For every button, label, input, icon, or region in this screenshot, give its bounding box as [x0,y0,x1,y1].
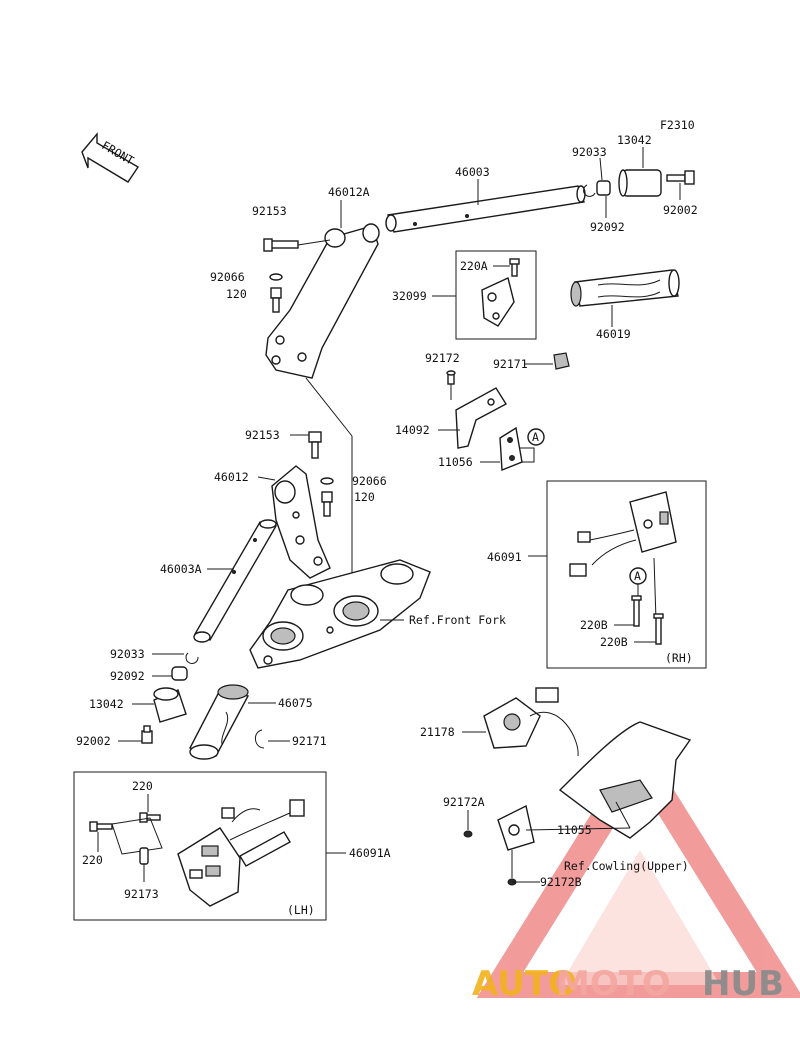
washer-92066-top [269,273,283,281]
label-ref-cowling: Ref.Cowling(Upper) [564,859,689,873]
screw-220-top [139,812,161,823]
label-92153-top: 92153 [252,204,287,218]
label-lh: (LH) [287,903,315,917]
rh-switch-box [546,480,707,669]
label-46003: 46003 [455,165,490,179]
label-92066-mid: 92066 [352,474,387,488]
screw-92002-top [666,170,695,185]
label-220B-2: 220B [600,635,628,649]
part-labels: 46003 46012A 92033 13042 92153 92002 920… [76,133,698,917]
front-arrow-icon: FRONT [81,132,139,183]
bolt-120-mid [321,491,333,517]
label-14092: 14092 [395,423,430,437]
label-92153-mid: 92153 [245,428,280,442]
label-mark-a-2: A [634,569,641,583]
bracket-11056 [499,426,523,472]
handlebar-grip-46075 [188,684,250,760]
screw-220A [509,258,520,277]
spacer-92092-top [596,180,611,196]
handlebar-pipe-46003 [385,185,586,233]
label-220-left: 220 [82,853,103,867]
washer-92066-mid [320,477,334,485]
weight-13042-top [618,169,662,197]
throttle-grip-46019 [570,269,680,307]
screw-220B-2 [653,613,664,645]
cap-92171-top [553,352,570,370]
circlip-92033-top [583,184,596,197]
cap-92171-bot [255,729,265,749]
label-92172B: 92172B [540,875,582,889]
mark-a-circle-1 [527,428,545,446]
watermark-auto: AUTO [472,964,577,1004]
label-92033-top: 92033 [572,145,607,159]
screw-220B-1 [631,595,642,627]
label-92171-bot: 92171 [292,734,327,748]
label-92002-top: 92002 [663,203,698,217]
label-46012: 46012 [214,470,249,484]
label-220-top: 220 [132,779,153,793]
label-21178: 21178 [420,725,455,739]
bracket-11055 [497,804,535,851]
screw-92002-bot [141,725,153,744]
label-92172A: 92172A [443,795,485,809]
watermark-logo [476,735,800,998]
screw-92172 [446,370,456,385]
spacer-92092-bot [171,666,188,681]
bracket-14092 [455,387,507,449]
label-mark-a-1: A [532,430,539,444]
switch-housing-46091 [569,491,677,577]
label-92173: 92173 [124,887,159,901]
label-11056: 11056 [438,455,473,469]
label-92002-bot: 92002 [76,734,111,748]
label-rh: (RH) [665,651,693,665]
label-46012A: 46012A [328,185,370,199]
label-13042-top: 13042 [617,133,652,147]
pin-92173 [139,847,149,865]
bolt-120-top [270,287,282,313]
bolt-92153-mid [308,431,322,459]
handlebar-holder-46012A [265,223,380,379]
circlip-92033-bot [185,652,199,664]
label-ref-front-fork: Ref.Front Fork [409,613,506,627]
label-92171-top: 92171 [493,357,528,371]
watermark-moto: MOTO [556,964,671,1004]
bolt-92153-top [263,238,299,252]
label-92033-bot: 92033 [110,647,145,661]
cable-guide-32099 [481,277,515,327]
label-120-mid: 120 [354,490,375,504]
upper-cowling [558,721,692,839]
screw-220-left [89,821,113,832]
weight-13042-bot [153,687,187,723]
label-92092-bot: 92092 [110,669,145,683]
label-220A: 220A [460,259,488,273]
label-32099: 32099 [392,289,427,303]
cable-guide-box [455,250,537,340]
label-46019: 46019 [596,327,631,341]
label-13042-bot: 13042 [89,697,124,711]
label-92066-top: 92066 [210,270,245,284]
label-92172: 92172 [425,351,460,365]
lh-switch-box [73,771,327,921]
screw-92172A [463,830,473,838]
switch-housing-46091A [177,799,305,907]
label-46003A: 46003A [160,562,202,576]
handlebar-pipe-46003A [193,519,278,643]
label-46075: 46075 [278,696,313,710]
figure-code: F2310 [660,118,695,132]
watermark-hub: HUB [702,964,784,1004]
handlebar-holder-46012 [271,465,331,579]
front-fork-triple-clamp [249,559,431,669]
relay-21178 [483,687,579,757]
label-220B-1: 220B [580,618,608,632]
label-46091: 46091 [487,550,522,564]
watermark-text: AUTO MOTO HUB [472,964,784,1004]
label-92092-top: 92092 [590,220,625,234]
label-11055: 11055 [557,823,592,837]
label-46091A: 46091A [349,846,391,860]
label-120-top: 120 [226,287,247,301]
